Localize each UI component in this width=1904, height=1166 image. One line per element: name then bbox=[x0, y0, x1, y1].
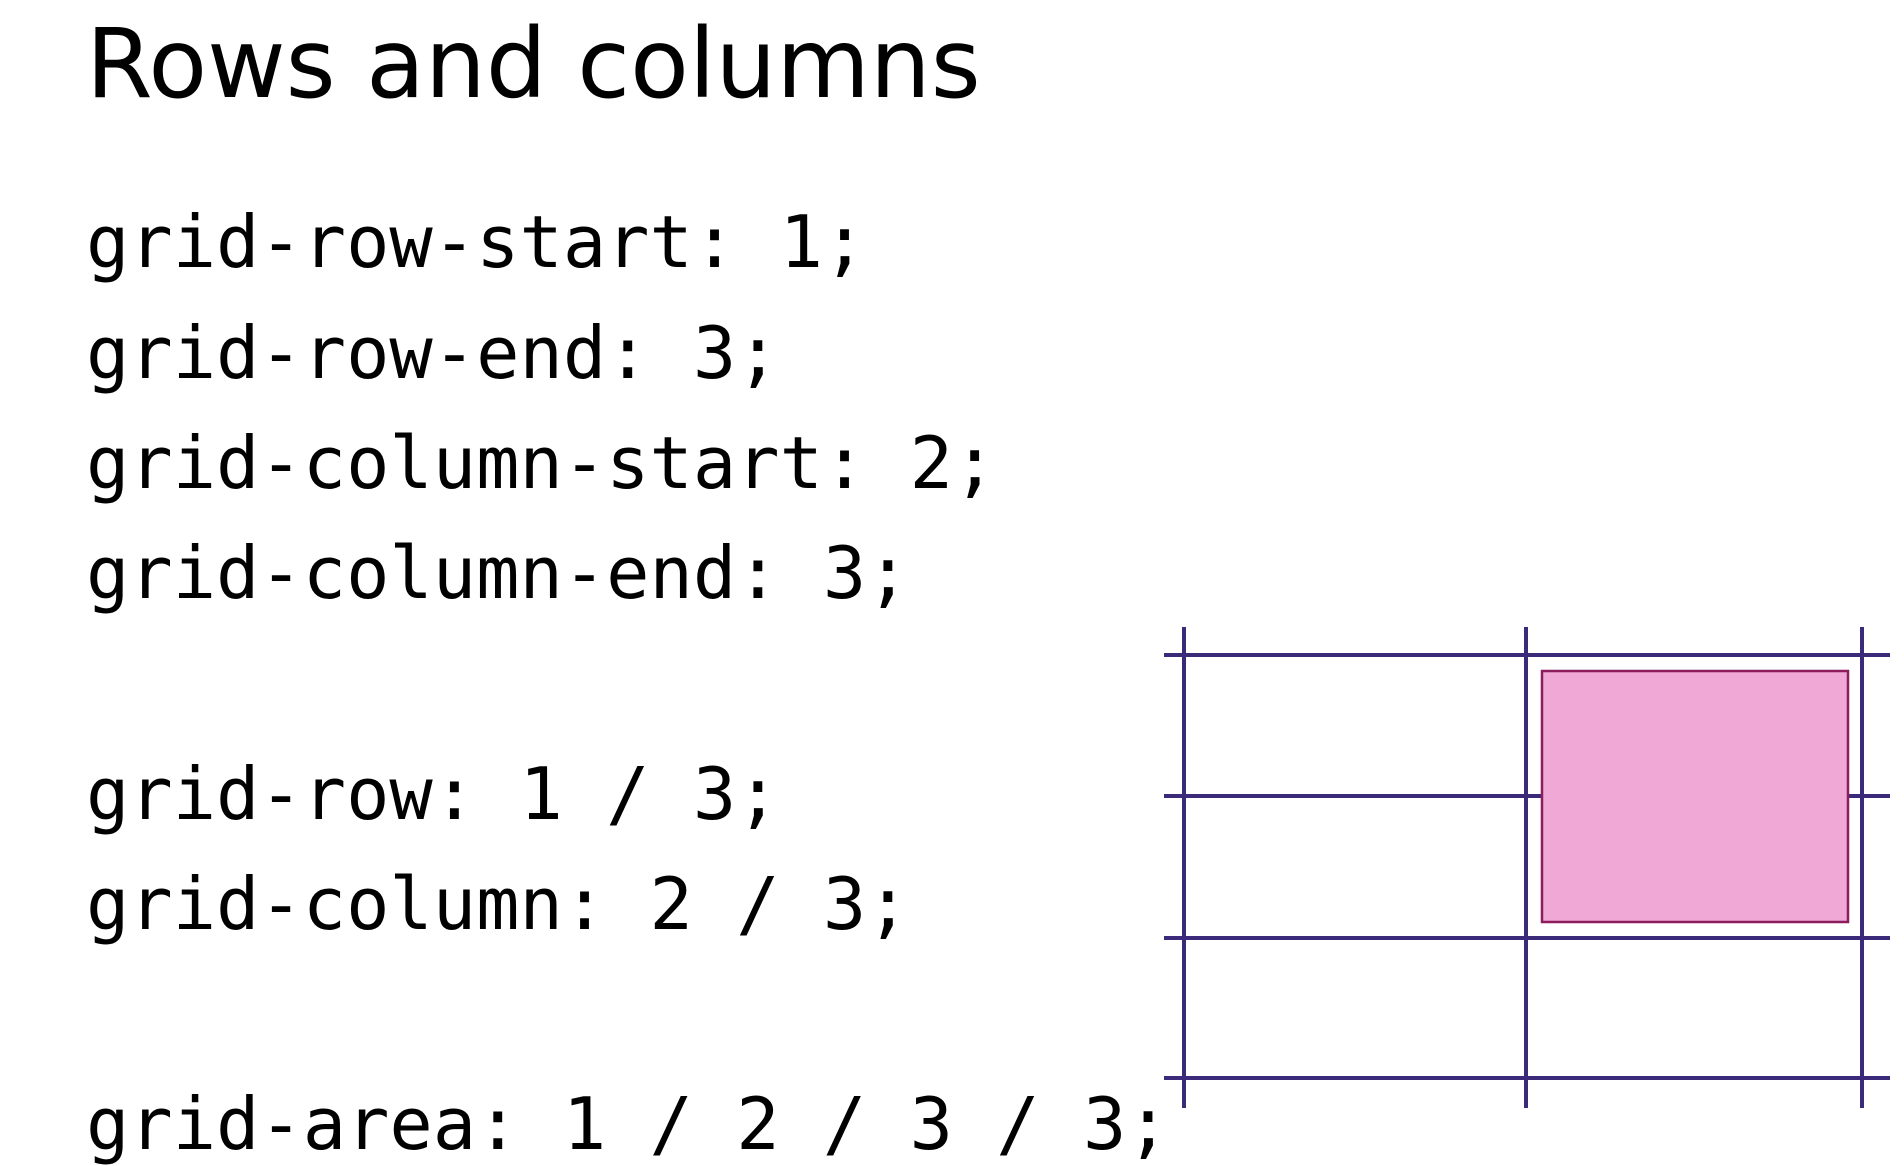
code-grid-area: grid-area: 1 / 2 / 3 / 3; bbox=[86, 1082, 1170, 1166]
code-grid-column-end: grid-column-end: 3; bbox=[86, 531, 910, 615]
grid-item-highlight bbox=[1540, 669, 1850, 924]
code-grid-row-end: grid-row-end: 3; bbox=[86, 311, 780, 395]
code-grid-row-start: grid-row-start: 1; bbox=[86, 200, 867, 284]
code-grid-row-shorthand: grid-row: 1 / 3; bbox=[86, 752, 780, 836]
slide-title: Rows and columns bbox=[86, 8, 981, 120]
code-grid-column-shorthand: grid-column: 2 / 3; bbox=[86, 862, 910, 946]
code-grid-column-start: grid-column-start: 2; bbox=[86, 421, 997, 505]
